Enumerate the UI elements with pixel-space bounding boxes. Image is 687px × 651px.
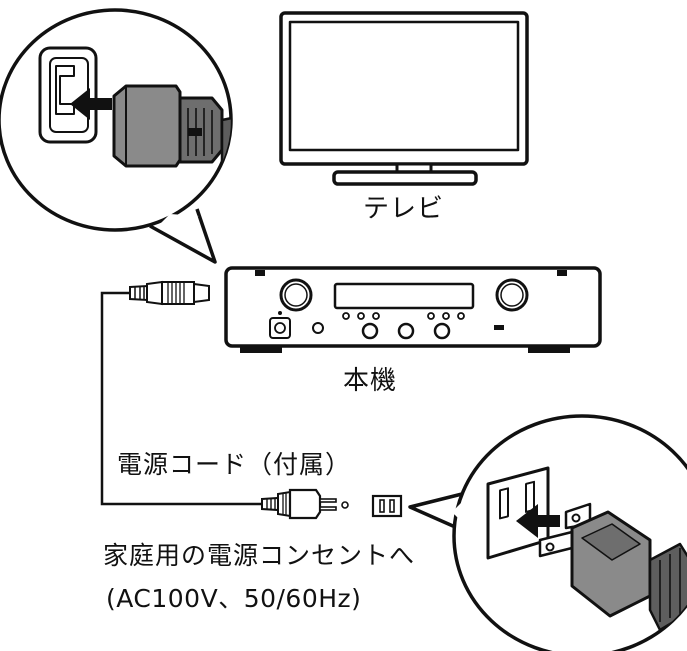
- outlet-label-line2: (AC100V、50/60Hz): [106, 584, 362, 613]
- wall-outlet-callout-icon: [408, 414, 687, 651]
- iec-inlet-callout-icon: [0, 8, 233, 264]
- outlet-symbol: [371, 494, 403, 518]
- power-cord-label: 電源コード（付属）: [117, 450, 352, 479]
- power-cord-line: [100, 291, 262, 506]
- television-icon: [279, 11, 529, 186]
- cord-inlet-connector: [129, 280, 210, 306]
- network-receiver-icon: [224, 266, 602, 353]
- main-unit-label: 本機: [343, 366, 398, 396]
- cord-wall-plug: [261, 488, 349, 520]
- outlet-label-line1: 家庭用の電源コンセントへ: [103, 541, 416, 570]
- tv-label: テレビ: [363, 194, 445, 224]
